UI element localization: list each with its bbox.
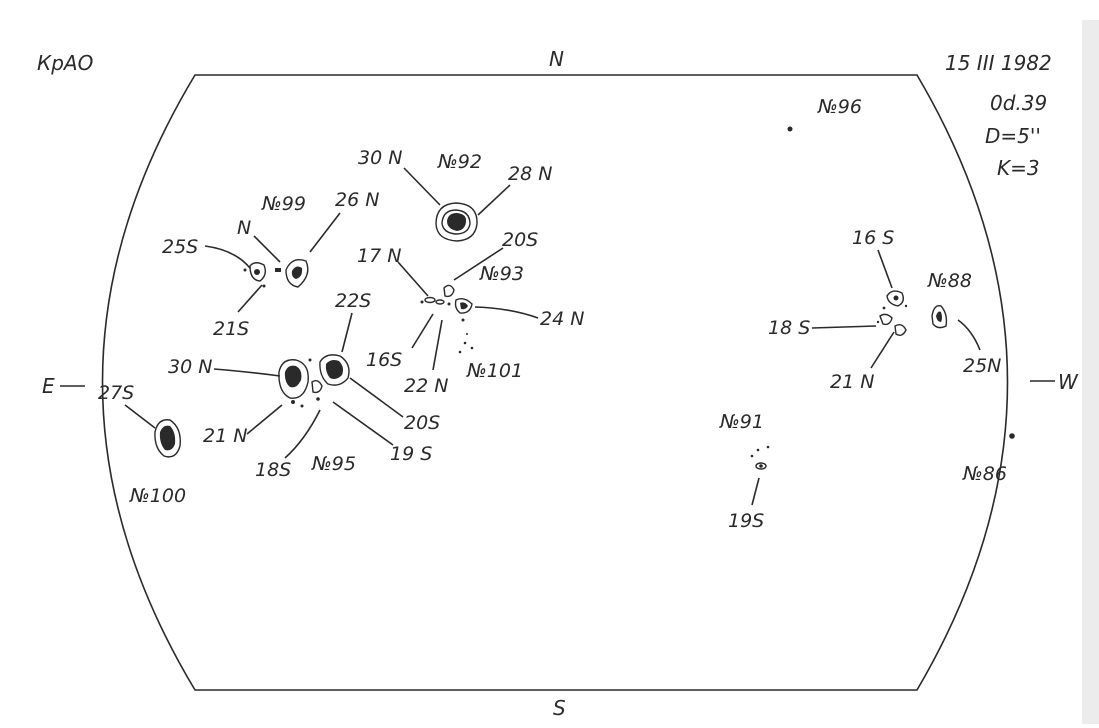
annot-100-27S: 27S	[98, 382, 134, 404]
leader-88-18S	[811, 325, 877, 329]
group-label-101: №101	[466, 360, 523, 382]
date-label: 15 III 1982	[945, 51, 1052, 75]
leader-93-17N	[397, 261, 429, 297]
spot-95	[278, 354, 350, 408]
leader-95-20S	[349, 377, 404, 418]
diameter-label: D=5''	[985, 124, 1041, 148]
spot-92	[435, 202, 478, 242]
leader-95-19S	[332, 401, 394, 446]
leader-88-16S	[877, 249, 893, 289]
group-label-96: №96	[817, 96, 862, 118]
annot-93-22N: 22 N	[404, 375, 448, 397]
group-label-100: №100	[129, 485, 186, 507]
group-label-91: №91	[719, 411, 764, 433]
annot-88-21N: 21 N	[830, 371, 874, 393]
annot-93-17N: 17 N	[357, 245, 401, 267]
annot-88-16S: 16 S	[852, 227, 894, 249]
annot-99-21S: 21S	[213, 318, 249, 340]
annot-88-25N: 25N	[963, 355, 1001, 377]
west-label: W	[1058, 370, 1079, 394]
annot-95-18S: 18S	[255, 459, 291, 481]
leader-93-20S	[453, 247, 504, 281]
east-label: E	[42, 374, 55, 398]
leader-93-22N	[432, 319, 443, 371]
annot-93-20S: 20S	[502, 229, 538, 251]
annot-92-28N: 28 N	[508, 163, 552, 185]
annot-91-19S: 19S	[728, 510, 764, 532]
time-label: 0d.39	[990, 91, 1047, 115]
leader-99-25S	[204, 245, 251, 269]
page-edge-shadow	[1082, 20, 1099, 724]
leader-93-16S	[411, 313, 434, 349]
solar-disk-outline	[101, 74, 1009, 691]
group-label-92: №92	[437, 151, 482, 173]
leader-88-25N	[957, 319, 981, 351]
spot-91	[750, 445, 770, 470]
annot-99-26N: 26 N	[335, 189, 379, 211]
spot-101	[458, 341, 474, 354]
leader-95-30N	[213, 368, 281, 377]
annot-99-N: N	[237, 217, 251, 239]
leader-93-24N	[474, 306, 539, 319]
leader-92-30N	[403, 167, 441, 206]
leader-99-26N	[309, 212, 341, 253]
group-label-93: №93	[479, 263, 524, 285]
annot-88-18S: 18 S	[768, 317, 810, 339]
leader-100-27S	[124, 404, 156, 429]
k-value-label: K=3	[997, 156, 1040, 180]
annot-95-20S: 20S	[404, 412, 440, 434]
leader-99-N	[253, 235, 281, 263]
spot-100	[154, 419, 181, 458]
spot-96	[787, 126, 793, 132]
north-label: N	[549, 47, 564, 71]
spot-88	[876, 290, 948, 337]
leader-88-21N	[870, 331, 895, 369]
leader-99-21S	[237, 284, 263, 313]
group-label-88: №88	[927, 270, 972, 292]
group-label-99: №99	[261, 193, 306, 215]
annot-93-24N: 24 N	[540, 308, 584, 330]
group-label-86: №86	[962, 463, 1007, 485]
annot-95-30N: 30 N	[168, 356, 212, 378]
leader-91-19S	[751, 477, 760, 506]
annot-95-22S: 22S	[335, 290, 371, 312]
annot-99-25S: 25S	[162, 236, 198, 258]
group-label-95: №95	[311, 453, 356, 475]
annot-95-19S: 19 S	[390, 443, 432, 465]
leader-95-22S	[341, 312, 353, 353]
spot-86	[1009, 433, 1015, 439]
leader-95-18S	[284, 409, 321, 459]
south-label: S	[553, 696, 566, 720]
leader-92-28N	[477, 184, 511, 216]
annot-95-21N: 21 N	[203, 425, 247, 447]
annot-93-16S: 16S	[366, 349, 402, 371]
observatory-label: КрАО	[37, 51, 93, 75]
spot-99	[243, 258, 309, 288]
spot-93	[420, 284, 473, 335]
annot-92-30N: 30 N	[358, 147, 402, 169]
leader-95-21N	[246, 404, 283, 435]
